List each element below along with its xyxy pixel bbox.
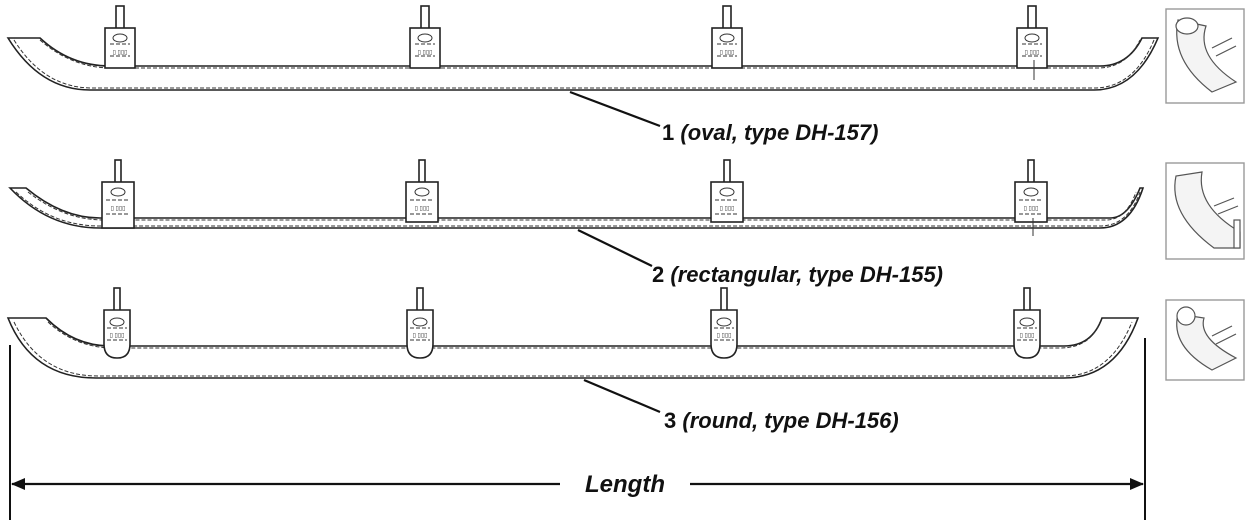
bracket: ▯ ▯▯▯ bbox=[710, 287, 738, 359]
length-label: Length bbox=[585, 471, 665, 498]
rail-3-round bbox=[6, 317, 1140, 379]
rail-1-leader bbox=[569, 90, 661, 128]
bracket: ▯ ▯▯▯ bbox=[1014, 159, 1048, 236]
rail-1-label: 1 (oval, type DH-157) bbox=[662, 120, 878, 145]
bracket: ▯ ▯▯▯ bbox=[710, 159, 744, 223]
svg-text:▯ ▯▯▯: ▯ ▯▯▯ bbox=[1024, 206, 1039, 212]
bracket: ▯ ▯▯▯ bbox=[104, 5, 136, 69]
svg-text:▯ ▯▯▯: ▯ ▯▯▯ bbox=[418, 50, 433, 56]
rail-1-profile-inset bbox=[1165, 8, 1245, 104]
bracket: ▯ ▯▯▯ bbox=[1013, 287, 1041, 359]
rail-3-profile-inset bbox=[1165, 299, 1245, 381]
rail-3-leader bbox=[583, 378, 661, 414]
bracket: ▯ ▯▯▯ bbox=[409, 5, 441, 69]
svg-text:▯ ▯▯▯: ▯ ▯▯▯ bbox=[720, 50, 735, 56]
svg-text:▯ ▯▯▯: ▯ ▯▯▯ bbox=[110, 333, 125, 339]
rail-2-label: 2 (rectangular, type DH-155) bbox=[652, 262, 943, 287]
rail-2-brackets: ▯ ▯▯▯ ▯ ▯▯▯ ▯ ▯▯▯ ▯ ▯▯▯ bbox=[101, 159, 1048, 236]
svg-text:▯ ▯▯▯: ▯ ▯▯▯ bbox=[717, 333, 732, 339]
svg-text:▯ ▯▯▯: ▯ ▯▯▯ bbox=[413, 333, 428, 339]
svg-text:▯ ▯▯▯: ▯ ▯▯▯ bbox=[111, 206, 126, 212]
rail-2-leader bbox=[577, 229, 653, 267]
rail-3-brackets: ▯ ▯▯▯ ▯ ▯▯▯ ▯ ▯▯▯ ▯ ▯▯▯ bbox=[103, 287, 1041, 359]
svg-text:▯ ▯▯▯: ▯ ▯▯▯ bbox=[720, 206, 735, 212]
bracket: ▯ ▯▯▯ bbox=[1016, 5, 1048, 80]
rail-3-label: 3 (round, type DH-156) bbox=[664, 408, 899, 433]
bracket: ▯ ▯▯▯ bbox=[103, 287, 131, 359]
svg-text:▯ ▯▯▯: ▯ ▯▯▯ bbox=[1020, 333, 1035, 339]
length-dimension: Length bbox=[9, 338, 1146, 520]
bracket: ▯ ▯▯▯ bbox=[101, 159, 135, 229]
svg-text:▯ ▯▯▯: ▯ ▯▯▯ bbox=[415, 206, 430, 212]
rail-1-oval bbox=[6, 37, 1160, 91]
bracket: ▯ ▯▯▯ bbox=[405, 159, 439, 223]
rail-2-rectangular bbox=[8, 187, 1145, 229]
svg-text:▯ ▯▯▯: ▯ ▯▯▯ bbox=[1025, 50, 1040, 56]
rail-2-profile-inset bbox=[1165, 162, 1245, 260]
svg-text:▯ ▯▯▯: ▯ ▯▯▯ bbox=[113, 50, 128, 56]
bracket: ▯ ▯▯▯ bbox=[406, 287, 434, 359]
bracket: ▯ ▯▯▯ bbox=[711, 5, 743, 69]
rail-1-brackets: ▯ ▯▯▯ ▯ ▯▯▯ ▯ ▯▯▯ ▯ ▯▯▯ bbox=[104, 5, 1048, 80]
